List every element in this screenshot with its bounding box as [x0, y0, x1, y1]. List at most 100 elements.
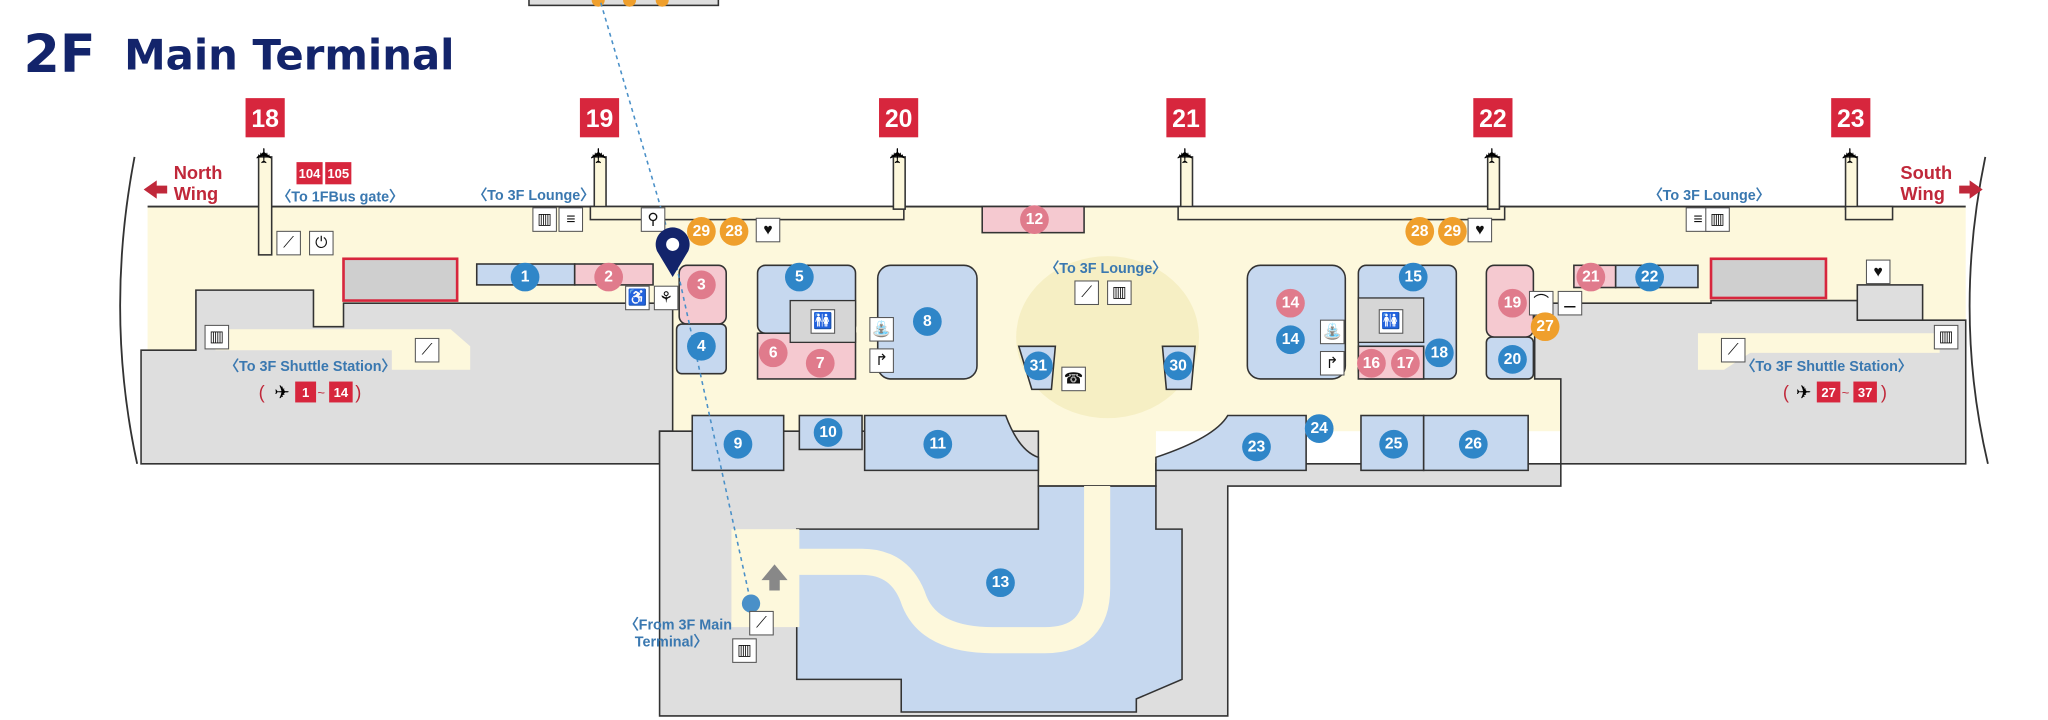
- marker-number: 22: [1641, 269, 1659, 286]
- marker-shop-26[interactable]: 26: [1458, 429, 1488, 459]
- marker-shop-11[interactable]: 11: [923, 429, 953, 459]
- gate-23[interactable]: 23 ✈: [1831, 98, 1871, 165]
- marker-circle: [1242, 432, 1271, 462]
- gate-number: 21: [1172, 106, 1200, 133]
- airplane-icon: ✈: [588, 147, 611, 165]
- svg-text:🚻: 🚻: [1381, 311, 1401, 330]
- marker-circle: [986, 568, 1015, 598]
- gate-20[interactable]: 20 ✈: [879, 98, 919, 165]
- gate-21[interactable]: 21✈: [1166, 98, 1206, 164]
- north-wing-sign[interactable]: North Wing: [143, 162, 223, 204]
- shuttle-gate-from: 1: [302, 385, 309, 400]
- marker-service-29[interactable]: 29: [687, 216, 716, 246]
- marker-shop-1[interactable]: 1: [510, 262, 540, 292]
- current-location-pin-icon[interactable]: [655, 227, 690, 278]
- marker-food-12[interactable]: 12: [1020, 205, 1049, 234]
- marker-service-27[interactable]: 27: [1530, 312, 1560, 342]
- marker-food-16[interactable]: 16: [1357, 348, 1386, 378]
- marker-circle: [1391, 348, 1420, 378]
- shower-icon: ⌒: [1528, 290, 1554, 316]
- south-wing-sign[interactable]: South Wing: [1900, 162, 1983, 204]
- escalator-icon: ⟋: [414, 337, 440, 363]
- marker-shop-30[interactable]: 30: [1163, 351, 1193, 381]
- marker-food-17[interactable]: 17: [1391, 348, 1420, 378]
- svg-text:⟋: ⟋: [1081, 284, 1093, 301]
- marker-service-28[interactable]: 28: [1405, 216, 1435, 246]
- gate-badge: [1166, 98, 1206, 138]
- gate-number: 23: [1837, 106, 1865, 133]
- to-lounge-label: 〈To 3F Lounge〉: [1648, 187, 1770, 204]
- marker-shop-4[interactable]: 4: [687, 331, 716, 361]
- gate-number: 18: [251, 106, 279, 133]
- marker-shop-9[interactable]: 9: [723, 429, 753, 459]
- smoking-icon: ⚊: [1557, 290, 1583, 316]
- marker-circle: [1530, 312, 1560, 342]
- marker-food-2[interactable]: 2: [594, 262, 624, 292]
- marker-shop-23[interactable]: 23: [1242, 432, 1271, 462]
- marker-number: 18: [1431, 344, 1449, 361]
- marker-food-14[interactable]: 14: [1276, 288, 1305, 318]
- marker-circle: [1424, 338, 1454, 368]
- airplane-icon: ✈: [1481, 147, 1504, 165]
- marker-shop-15[interactable]: 15: [1398, 262, 1428, 292]
- jet-bridges: [257, 156, 1894, 256]
- svg-text:▥: ▥: [209, 329, 224, 346]
- marker-circle: [813, 418, 843, 447]
- marker-shop-14[interactable]: 14: [1276, 325, 1305, 355]
- marker-circle: [1024, 351, 1053, 381]
- marker-shop-31[interactable]: 31: [1024, 351, 1053, 381]
- marker-shop-24[interactable]: 24: [1304, 414, 1334, 443]
- stairs-icon: ≡: [1685, 207, 1711, 232]
- gate-badge: [579, 98, 620, 138]
- marker-service-28[interactable]: 28: [719, 216, 749, 246]
- marker-number: 2: [604, 269, 613, 286]
- marker-circle: [1163, 351, 1193, 381]
- marker-food-19[interactable]: 19: [1498, 288, 1527, 318]
- marker-number: 11: [930, 436, 947, 453]
- marker-shop-8[interactable]: 8: [912, 307, 942, 336]
- marker-shop-25[interactable]: 25: [1379, 429, 1408, 459]
- marker-food-6[interactable]: 6: [758, 338, 788, 368]
- marker-shop-18[interactable]: 18: [1424, 338, 1454, 368]
- south-wing-label: South: [1900, 162, 1952, 183]
- marker-food-3[interactable]: 3: [687, 270, 716, 300]
- arrow-right-icon: [1959, 180, 1983, 199]
- marker-circle: [1398, 262, 1428, 292]
- marker-number: 9: [734, 436, 743, 453]
- marker-number: 21: [1582, 269, 1600, 286]
- shuttle-gate-to: 37: [1858, 385, 1873, 400]
- marker-shop-5[interactable]: 5: [784, 262, 814, 292]
- marker-shop-10[interactable]: 10: [813, 418, 843, 447]
- gate-badge: [245, 98, 285, 138]
- marker-circle: [923, 429, 953, 459]
- marker-food-21[interactable]: 21: [1576, 262, 1606, 292]
- marker-circle: [1405, 216, 1435, 246]
- gate-19[interactable]: 19✈: [579, 98, 620, 165]
- marker-shop-20[interactable]: 20: [1498, 344, 1527, 374]
- gate-number: 20: [885, 106, 913, 133]
- svg-text:↱: ↱: [1326, 355, 1339, 372]
- svg-text:⚘: ⚘: [659, 289, 673, 306]
- marker-number: 15: [1405, 269, 1423, 286]
- marker-shop-22[interactable]: 22: [1635, 262, 1664, 292]
- marker-number: 16: [1363, 355, 1381, 372]
- marker-number: 8: [923, 313, 932, 330]
- gate-22[interactable]: 22✈: [1473, 98, 1513, 165]
- gate-badge: [879, 98, 919, 138]
- airplane-icon: ✈: [1839, 147, 1862, 165]
- marker-circle: [912, 307, 942, 336]
- prayer-room-icon: ⚘: [653, 285, 679, 311]
- marker-number: 28: [725, 223, 743, 240]
- airplane-icon: ✈: [887, 147, 910, 165]
- marker-service-29[interactable]: 29: [1438, 216, 1467, 246]
- svg-text:⚊: ⚊: [1563, 295, 1577, 312]
- svg-text:▥: ▥: [1939, 329, 1954, 346]
- airplane-icon: ✈: [254, 147, 277, 165]
- marker-number: 7: [816, 355, 825, 372]
- marker-shop-13[interactable]: 13: [986, 568, 1015, 598]
- gate-18[interactable]: 18 ✈: [245, 98, 285, 165]
- elevator-icon: ▥: [204, 324, 230, 350]
- marker-food-7[interactable]: 7: [805, 348, 835, 378]
- marker-number: 29: [1444, 223, 1462, 240]
